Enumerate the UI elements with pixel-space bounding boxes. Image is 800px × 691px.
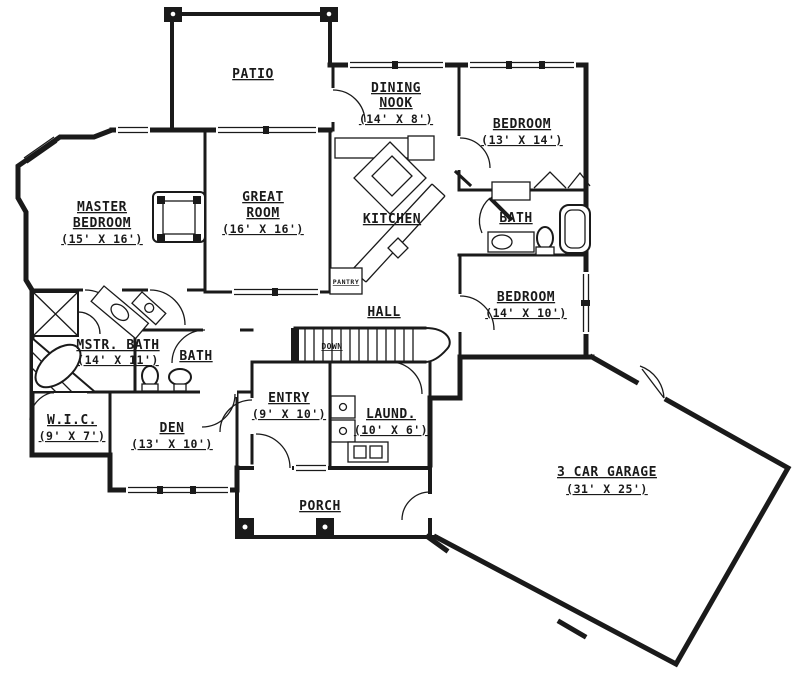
porch-columns: [236, 518, 334, 536]
fireplace: [152, 191, 206, 243]
fixtures: [31, 135, 591, 536]
label-bedroom-upper: BEDROOM: [493, 117, 551, 132]
label-pantry: PANTRY: [333, 278, 359, 286]
laundry-fixtures: [330, 395, 389, 463]
label-master-bath: MSTR. BATH: [76, 338, 159, 353]
label-laundry-dims: (10' X 6'): [354, 423, 428, 437]
label-bath-upper: BATH: [499, 211, 532, 226]
label-bedroom-lower: BEDROOM: [497, 290, 555, 305]
label-patio: PATIO: [232, 67, 274, 82]
room-labels: PATIO DINING NOOK (14' X 8') BEDROOM (13…: [39, 67, 657, 514]
label-garage-dims: (31' X 25'): [566, 482, 648, 496]
staircase: [291, 326, 451, 364]
label-stairs-down: DOWN: [321, 342, 342, 351]
label-wic: W.I.C.: [47, 413, 97, 428]
label-master-1: MASTER: [77, 200, 127, 215]
label-porch: PORCH: [299, 499, 341, 514]
label-dining-nook-2: NOOK: [379, 96, 412, 111]
label-master-2: BEDROOM: [73, 216, 131, 231]
master-bath-fixtures: [31, 285, 167, 393]
label-hall: HALL: [367, 305, 400, 320]
label-great-room-1: GREAT: [242, 190, 284, 205]
label-bedroom-lower-dims: (14' X 10'): [485, 306, 567, 320]
label-bedroom-upper-dims: (13' X 14'): [481, 133, 563, 147]
label-master-dims: (15' X 16'): [61, 232, 143, 246]
label-den: DEN: [160, 421, 185, 436]
label-dining-nook-1: DINING: [371, 81, 421, 96]
label-entry: ENTRY: [268, 391, 310, 406]
label-bath-center: BATH: [179, 349, 212, 364]
label-entry-dims: (9' X 10'): [252, 407, 326, 421]
door-swings: [29, 89, 665, 521]
label-den-dims: (13' X 10'): [131, 437, 213, 451]
windows: [23, 61, 590, 494]
label-kitchen: KITCHEN: [363, 212, 421, 227]
label-wic-dims: (9' X 7'): [39, 429, 106, 443]
label-great-room-2: ROOM: [246, 206, 279, 221]
kitchen-counter: [329, 135, 446, 295]
label-dining-nook-dims: (14' X 8'): [359, 112, 433, 126]
label-great-room-dims: (16' X 16'): [222, 222, 304, 236]
label-laundry: LAUND.: [366, 407, 416, 422]
label-garage: 3 CAR GARAGE: [557, 465, 657, 480]
center-bath-fixtures: [141, 365, 192, 392]
label-master-bath-dims: (14' X 11'): [77, 353, 159, 367]
upper-bath-fixtures: [487, 171, 591, 256]
